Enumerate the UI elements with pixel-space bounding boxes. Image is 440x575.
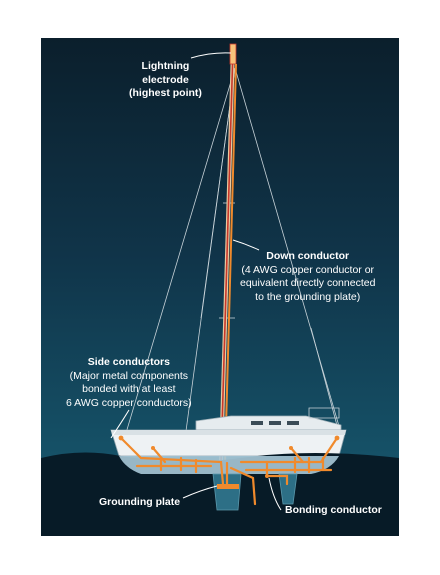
hull-stripe	[111, 430, 346, 435]
label-side-conductors: Side conductors (Major metal components …	[66, 356, 192, 410]
sailboat-illustration	[41, 43, 399, 536]
label-down-conductor: Down conductor (4 AWG copper conductor o…	[240, 250, 375, 304]
side-conductors-title: Side conductors	[87, 356, 170, 368]
leader-grounding-plate	[182, 485, 218, 499]
backstay	[234, 67, 342, 434]
leader-lightning	[190, 52, 232, 59]
lightning-electrode-line3: (highest point)	[129, 87, 202, 99]
rudder	[278, 473, 298, 505]
leader-side-conductors	[110, 409, 130, 439]
bond-nodes	[118, 435, 340, 478]
grounding-plate-text: Grounding plate	[99, 496, 181, 508]
bonding-conductors	[119, 436, 339, 506]
keel	[212, 473, 242, 511]
leader-bonding-conductor	[268, 477, 282, 511]
label-lightning-electrode: Lightning electrode (highest point)	[129, 60, 202, 101]
sailboat-lightning-protection-diagram: Lightning electrode (highest point) Down…	[41, 38, 399, 536]
lightning-electrode-rod	[229, 43, 237, 65]
leader-lines	[110, 52, 282, 511]
down-conductor-line2: equivalent directly connected	[240, 277, 376, 289]
label-bonding-conductor: Bonding conductor	[285, 504, 382, 518]
bonding-conductor-text: Bonding conductor	[285, 504, 382, 516]
down-conductor-line1: (4 AWG copper conductor or	[241, 263, 375, 276]
label-grounding-plate: Grounding plate	[99, 496, 180, 510]
lightning-electrode-line1: Lightning	[141, 60, 190, 72]
down-conductor-title: Down conductor	[266, 250, 350, 262]
lightning-electrode-line2: electrode	[142, 73, 189, 86]
down-conductor-line3: to the grounding plate)	[255, 290, 361, 303]
side-conductors-line1: (Major metal components	[69, 369, 189, 382]
down-conductor-line	[224, 63, 237, 464]
side-conductors-line2: bonded with at least	[82, 383, 176, 395]
side-conductors-line3: 6 AWG copper conductors)	[66, 396, 192, 409]
leader-down-conductor	[232, 239, 260, 251]
boat-cabin	[195, 407, 342, 434]
forestay	[125, 67, 236, 434]
mast	[219, 47, 235, 464]
grounding-plate	[217, 484, 239, 489]
rigging-aft	[310, 327, 340, 434]
